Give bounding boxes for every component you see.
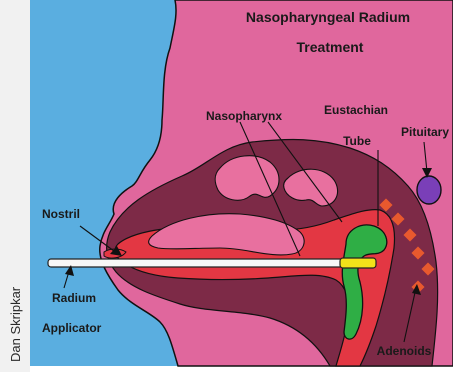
pituitary-gland xyxy=(417,176,441,204)
radium-label-line-1: Radium xyxy=(52,291,96,305)
title-line-2: Treatment xyxy=(297,39,364,55)
nostril-label: Nostril xyxy=(42,207,80,221)
pituitary-label: Pituitary xyxy=(401,125,449,139)
eustachian-label-line-1: Eustachian xyxy=(324,103,388,117)
title-line-1: Nasopharyngeal Radium xyxy=(246,9,410,25)
radium-applicator xyxy=(48,258,376,268)
applicator-rod xyxy=(48,259,346,267)
applicator-radium-tip xyxy=(340,258,376,268)
radium-label-line-2: Applicator xyxy=(42,321,102,335)
nasopharynx-label: Nasopharynx xyxy=(206,109,282,123)
eustachian-label-line-2: Tube xyxy=(343,134,371,148)
adenoids-label: Adenoids xyxy=(377,344,432,358)
artist-credit: Dan Skripkar xyxy=(8,286,23,362)
